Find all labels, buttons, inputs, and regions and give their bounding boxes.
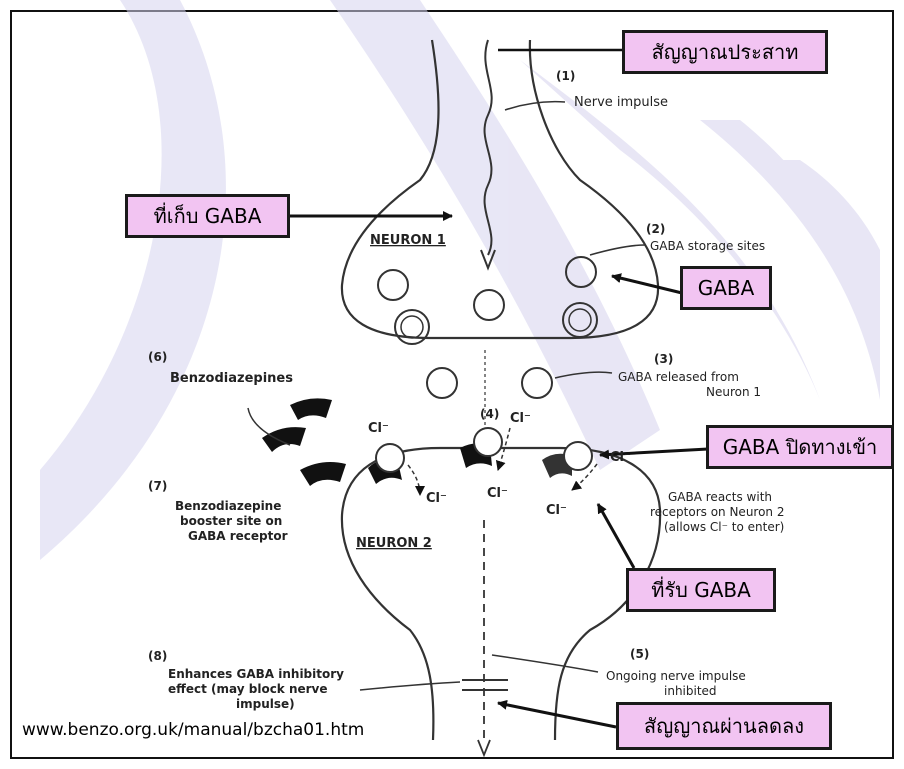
label-enhances-line3: impulse) — [236, 697, 295, 711]
label-benzodiazepines: Benzodiazepines — [170, 371, 293, 386]
label-neuron-1: NEURON 1 — [370, 233, 446, 248]
label-booster-line3: GABA receptor — [188, 529, 288, 543]
gaba-vesicle — [401, 316, 423, 338]
leader-line — [360, 682, 460, 690]
label-chloride-3: Cl⁻ — [610, 450, 631, 465]
label-booster-line2: booster site on — [180, 514, 282, 528]
label-neuron-2: NEURON 2 — [356, 536, 432, 551]
gaba-bound-receptor — [474, 428, 502, 456]
label-step-7: (7) — [148, 479, 167, 493]
gaba-bound-receptor — [564, 442, 592, 470]
label-step-8: (8) — [148, 649, 167, 663]
callout-gaba-storage: ที่เก็บ GABA — [125, 194, 290, 238]
blocked-impulse-arrowhead — [478, 740, 490, 755]
label-enhances-line2: effect (may block nerve — [168, 682, 328, 696]
label-chloride-6: Cl⁻ — [546, 503, 567, 518]
callout-arrow — [598, 504, 634, 568]
label-step-3: (3) — [654, 352, 673, 366]
label-step-5: (5) — [630, 647, 649, 661]
benzodiazepine-molecule — [300, 462, 346, 486]
label-step-6: (6) — [148, 350, 167, 364]
callout-arrow — [612, 276, 682, 293]
released-gaba — [522, 368, 552, 398]
label-booster-line1: Benzodiazepine — [175, 499, 281, 513]
label-ongoing-line2: inhibited — [664, 684, 717, 698]
label-reacts-line3: (allows Cl⁻ to enter) — [664, 520, 784, 534]
callout-gaba-closing: GABA ปิดทางเข้า — [706, 425, 894, 469]
label-step-4: (4) — [480, 407, 499, 421]
label-reacts-line1: GABA reacts with — [668, 490, 772, 504]
label-chloride-2: Cl⁻ — [510, 411, 531, 426]
label-step-1: (1) — [556, 69, 575, 83]
label-gaba-released-line2: Neuron 1 — [706, 385, 761, 399]
gaba-bound-receptor — [376, 444, 404, 472]
label-gaba-storage-sites: GABA storage sites — [650, 239, 765, 253]
label-ongoing-line1: Ongoing nerve impulse — [606, 669, 746, 683]
label-chloride-5: Cl⁻ — [487, 486, 508, 501]
callout-nerve-signal: สัญญาณประสาท — [622, 30, 828, 74]
callout-gaba-receptor: ที่รับ GABA — [626, 568, 776, 612]
gaba-vesicle — [474, 290, 504, 320]
source-url: www.benzo.org.uk/manual/bzcha01.htm — [22, 720, 364, 740]
callout-signal-reduced: สัญญาณผ่านลดลง — [616, 702, 832, 750]
label-chloride-4: Cl⁻ — [426, 491, 447, 506]
benzodiazepine-molecule — [262, 427, 306, 452]
label-step-2: (2) — [646, 222, 665, 236]
released-gaba — [427, 368, 457, 398]
gaba-vesicle — [378, 270, 408, 300]
chloride-path — [408, 465, 420, 495]
gaba-vesicle — [395, 310, 429, 344]
label-reacts-line2: receptors on Neuron 2 — [650, 505, 785, 519]
label-nerve-impulse: Nerve impulse — [574, 95, 668, 110]
label-gaba-released-line1: GABA released from — [618, 370, 739, 384]
leader-line — [505, 102, 565, 110]
label-enhances-line1: Enhances GABA inhibitory — [168, 667, 344, 681]
leader-line — [492, 655, 598, 672]
label-chloride-1: Cl⁻ — [368, 421, 389, 436]
callout-gaba: GABA — [680, 266, 772, 310]
benzodiazepine-molecule — [290, 398, 332, 420]
leader-line — [590, 245, 645, 255]
